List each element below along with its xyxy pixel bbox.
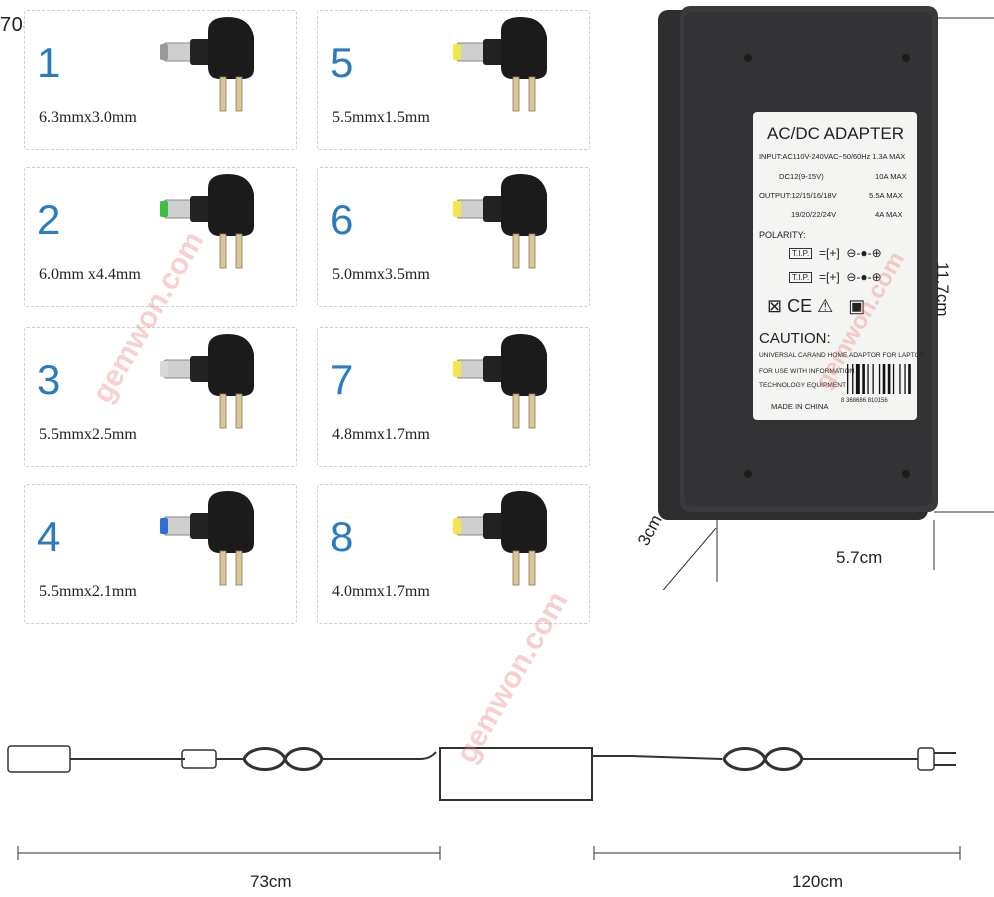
height-dimension: 11.7cm xyxy=(933,262,952,317)
tip-number: 3 xyxy=(37,356,61,403)
polarity-tip-2: T.I.P. xyxy=(789,272,813,283)
dc-cable-length: 73cm xyxy=(250,872,292,891)
tip-card-6: 6 5.0mmx3.5mm xyxy=(317,167,590,307)
dc-tip-connector-icon xyxy=(160,334,254,429)
cable-drawing xyxy=(7,745,961,860)
barcode-number: 8 368686 810156 xyxy=(841,398,888,404)
label-row1-left: DC12(9-15V) xyxy=(779,172,824,181)
label-polarity: POLARITY: xyxy=(759,230,806,240)
label-row2-right: 5.5A MAX xyxy=(869,191,903,200)
label-made-in: MADE IN CHINA xyxy=(771,402,829,411)
adapter-label-content: AC/DC ADAPTER INPUT:AC110V-240VAC~50/60H… xyxy=(753,112,924,420)
tip-number: 8 xyxy=(330,513,354,560)
tip-size: 6.0mm x4.4mm xyxy=(39,266,141,283)
label-caution-line2: FOR USE WITH INFORMATION xyxy=(759,368,855,375)
tip-card-5: 5 5.5mmx1.5mm xyxy=(317,10,590,150)
tip-number: 5 xyxy=(330,39,354,86)
dc-tip-connector-icon xyxy=(160,174,254,269)
tip-number: 6 xyxy=(330,196,354,243)
label-input: INPUT:AC110V-240VAC~50/60Hz 1.3A MAX xyxy=(759,152,906,161)
label-row3-right: 4A MAX xyxy=(875,210,903,219)
width-dimension: 5.7cm xyxy=(836,548,883,567)
dc-tip-connector-icon xyxy=(160,17,254,112)
ferrite-bead xyxy=(181,749,217,769)
polarity-tip-1: T.I.P. xyxy=(789,248,813,259)
polarity-symbol-2: =[+] ⊖-●-⊕ xyxy=(819,270,882,284)
label-caution: CAUTION: xyxy=(759,330,831,347)
tip-size: 5.5mmx1.5mm xyxy=(332,109,430,126)
ac-plug xyxy=(917,747,935,771)
tip-size: 5.5mmx2.5mm xyxy=(39,426,137,443)
cable-tie-right xyxy=(722,747,804,771)
tip-size: 5.5mmx2.1mm xyxy=(39,583,137,600)
adapter-box xyxy=(439,747,593,801)
adapter-label xyxy=(753,112,917,420)
label-caution-line1: UNIVERSAL CARAND HOME ADAPTOR FOR LAPTOP xyxy=(759,352,925,359)
dc-tip-connector-icon xyxy=(453,17,547,112)
label-title: AC/DC ADAPTER xyxy=(767,124,904,143)
tip-size: 6.3mmx3.0mm xyxy=(39,109,137,126)
tip-number: 2 xyxy=(37,196,61,243)
tip-number: 4 xyxy=(37,513,61,560)
ac-cable-length: 120cm xyxy=(792,872,844,891)
tip-size: 4.0mmx1.7mm xyxy=(332,583,430,600)
dc-plug xyxy=(7,745,71,773)
tip-number: 7 xyxy=(330,356,354,403)
label-caution-line3: TECHNOLOGY EQUIPMENT xyxy=(759,382,847,389)
tip-card-3: 3 5.5mmx2.5mm xyxy=(24,327,297,467)
dc-tip-connector-icon xyxy=(453,491,547,586)
tip-card-7: 7 4.8mmx1.7mm xyxy=(317,327,590,467)
label-row2-left: OUTPUT:12/15/16/18V xyxy=(759,191,837,200)
tip-card-8: 8 4.0mmx1.7mm xyxy=(317,484,590,624)
label-row1-right: 10A MAX xyxy=(875,172,907,181)
cert-icons: ⊠ CE ⚠ ▣ xyxy=(767,296,866,316)
tip-card-1: 1 6.3mmx3.0mm xyxy=(24,10,297,150)
dc-tip-connector-icon xyxy=(453,334,547,429)
tip-size: 4.8mmx1.7mm xyxy=(332,426,430,443)
polarity-symbol-1: =[+] ⊖-●-⊕ xyxy=(819,246,882,260)
label-row3-left: 19/20/22/24V xyxy=(791,210,837,219)
barcode xyxy=(847,364,911,394)
dc-tip-connector-icon xyxy=(160,491,254,586)
tip-card-4: 4 5.5mmx2.1mm xyxy=(24,484,297,624)
dc-tip-connector-icon xyxy=(453,174,547,269)
cable-tie-left xyxy=(242,747,324,771)
tip-card-2: 2 6.0mm x4.4mm xyxy=(24,167,297,307)
tip-number: 1 xyxy=(37,39,61,86)
tip-size: 5.0mmx3.5mm xyxy=(332,266,430,283)
